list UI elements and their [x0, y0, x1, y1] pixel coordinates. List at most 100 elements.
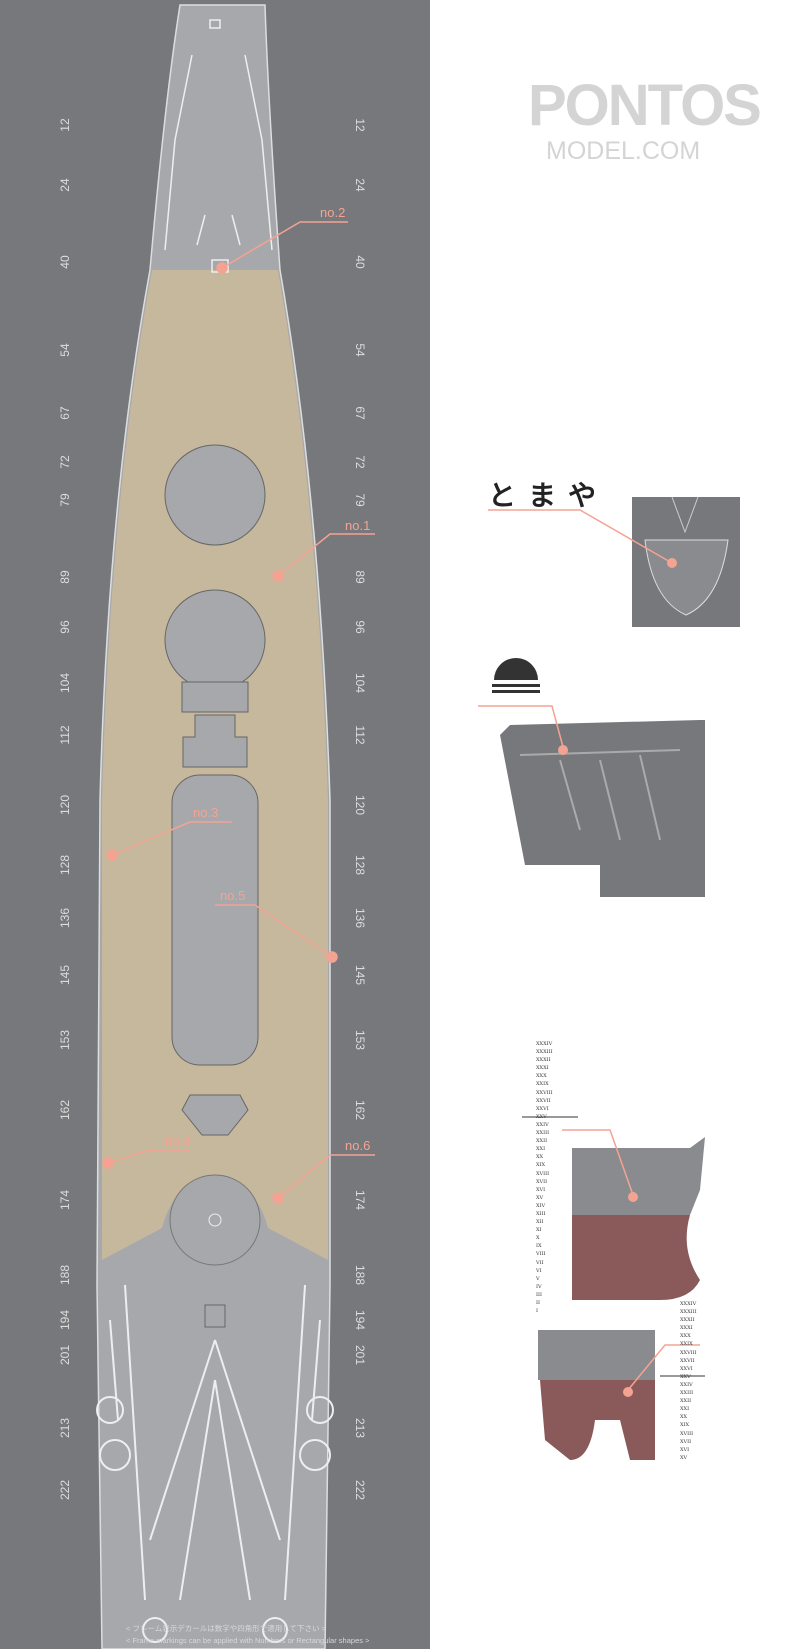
- aft-structure: [181, 1094, 249, 1136]
- bow-details: [164, 19, 273, 273]
- draft-mark: XIV: [536, 1202, 546, 1209]
- frame-number-l: 67: [58, 406, 72, 420]
- draft-mark: XXXIII: [680, 1309, 697, 1316]
- stern-hatch: [204, 1304, 226, 1328]
- frame-number-l: 72: [58, 455, 72, 469]
- logo-pontos: PONTOS: [528, 73, 762, 138]
- callout-no5: no.5: [220, 888, 246, 903]
- draft-mark: IX: [536, 1243, 542, 1250]
- frame-number-l: 79: [58, 493, 72, 507]
- callout-no2: no.2: [320, 205, 346, 220]
- draft-mark: XVI: [536, 1186, 546, 1193]
- callout-no6: no.6: [345, 1138, 371, 1153]
- frame-number-r: 136: [353, 907, 367, 929]
- frame-number-r: 213: [353, 1417, 367, 1439]
- frame-number-l: 128: [58, 854, 72, 876]
- frame-number-l: 145: [58, 964, 72, 986]
- draft-mark: XIX: [536, 1162, 546, 1169]
- frame-number-r: 54: [353, 343, 367, 357]
- draft-piece-upper-red: [572, 1215, 700, 1300]
- draft-mark: XVIII: [536, 1170, 550, 1177]
- draft-mark: VI: [536, 1267, 542, 1274]
- turret-3-barbette: [169, 1174, 261, 1266]
- draft-mark: XXX: [680, 1333, 691, 1340]
- frame-number-l: 96: [58, 620, 72, 634]
- draft-mark: XXIV: [680, 1381, 693, 1388]
- chrysanthemum-crest-icon: [492, 658, 540, 693]
- frame-number-r: 194: [353, 1309, 367, 1331]
- frame-number-r: 120: [353, 794, 367, 816]
- draft-mark: XXIX: [680, 1341, 693, 1348]
- frame-number-r: 174: [353, 1189, 367, 1211]
- frame-number-r: 222: [353, 1479, 367, 1501]
- turret-1-barbette: [164, 444, 266, 546]
- superstructure-deck: [171, 774, 259, 1066]
- draft-mark: XXIV: [536, 1121, 549, 1128]
- callout-no1: no.1: [345, 518, 371, 533]
- frame-number-l: 120: [58, 794, 72, 816]
- callout-line-stern: [488, 509, 673, 564]
- frame-number-r: 67: [353, 406, 367, 420]
- frame-number-r: 96: [353, 620, 367, 634]
- draft-mark: XI: [536, 1227, 542, 1234]
- frame-number-r: 188: [353, 1264, 367, 1286]
- frame-number-r: 112: [353, 725, 367, 745]
- ship-name-decal: とまや: [488, 480, 609, 511]
- frame-number-r: 162: [353, 1099, 367, 1121]
- frame-number-r: 128: [353, 854, 367, 876]
- draft-mark: XIII: [536, 1210, 546, 1217]
- draft-mark: XVII: [536, 1178, 548, 1185]
- draft-mark: XXXII: [680, 1317, 695, 1324]
- turret-2-barbette: [164, 589, 266, 691]
- draft-mark: XXV: [680, 1373, 691, 1380]
- frame-number-r: 40: [353, 255, 367, 269]
- frame-number-l: 12: [58, 118, 72, 132]
- draft-mark: XXI: [680, 1406, 690, 1413]
- superstructure-base: [181, 681, 249, 768]
- stern-rails: [96, 1284, 334, 1643]
- frame-number-l: 153: [58, 1029, 72, 1051]
- frame-number-r: 24: [353, 178, 367, 192]
- draft-mark: XV: [680, 1454, 688, 1461]
- frame-number-r: 104: [353, 672, 367, 694]
- draft-mark: XXVI: [536, 1105, 549, 1112]
- draft-piece-lower-red: [540, 1380, 655, 1460]
- draft-mark: XXII: [680, 1398, 692, 1405]
- callout-lines: [102, 221, 375, 1204]
- draft-mark: XVI: [680, 1446, 690, 1453]
- draft-mark: XXX: [536, 1073, 547, 1080]
- draft-mark: XXV: [536, 1113, 547, 1120]
- draft-mark: XXVII: [680, 1357, 695, 1364]
- frame-number-l: 40: [58, 255, 72, 269]
- draft-mark: VIII: [536, 1251, 546, 1258]
- callout-line-draft-1: [562, 1129, 634, 1196]
- draft-mark: XVII: [680, 1438, 692, 1445]
- frame-number-l: 174: [58, 1189, 72, 1211]
- frame-number-l: 136: [58, 907, 72, 929]
- frame-number-l: 112: [58, 725, 72, 745]
- frame-number-l: 188: [58, 1264, 72, 1286]
- draft-mark: XXXIII: [536, 1049, 553, 1056]
- frame-number-r: 12: [353, 118, 367, 132]
- frame-number-r: 89: [353, 570, 367, 584]
- frame-number-l: 222: [58, 1479, 72, 1501]
- callout-dot-bow: [558, 745, 568, 755]
- draft-mark: XXXIV: [680, 1301, 697, 1307]
- note-japanese: < フレーム表示デカールは数字や四角形で適用して下さい >: [126, 1624, 326, 1633]
- frame-number-r: 145: [353, 964, 367, 986]
- frame-number-l: 24: [58, 178, 72, 192]
- draft-mark: XVIII: [680, 1430, 694, 1437]
- logo-website: MODEL.COM: [546, 137, 701, 165]
- frame-number-l: 213: [58, 1417, 72, 1439]
- draft-mark: XII: [536, 1219, 544, 1226]
- callout-dot-stern: [667, 558, 677, 568]
- frame-number-l: 89: [58, 570, 72, 584]
- draft-mark: III: [536, 1291, 542, 1298]
- callout-dot-draft-1: [628, 1192, 638, 1202]
- frame-number-r: 79: [353, 493, 367, 507]
- draft-mark: II: [536, 1300, 540, 1306]
- draft-mark: IV: [536, 1283, 542, 1290]
- draft-mark: XXIX: [536, 1081, 549, 1088]
